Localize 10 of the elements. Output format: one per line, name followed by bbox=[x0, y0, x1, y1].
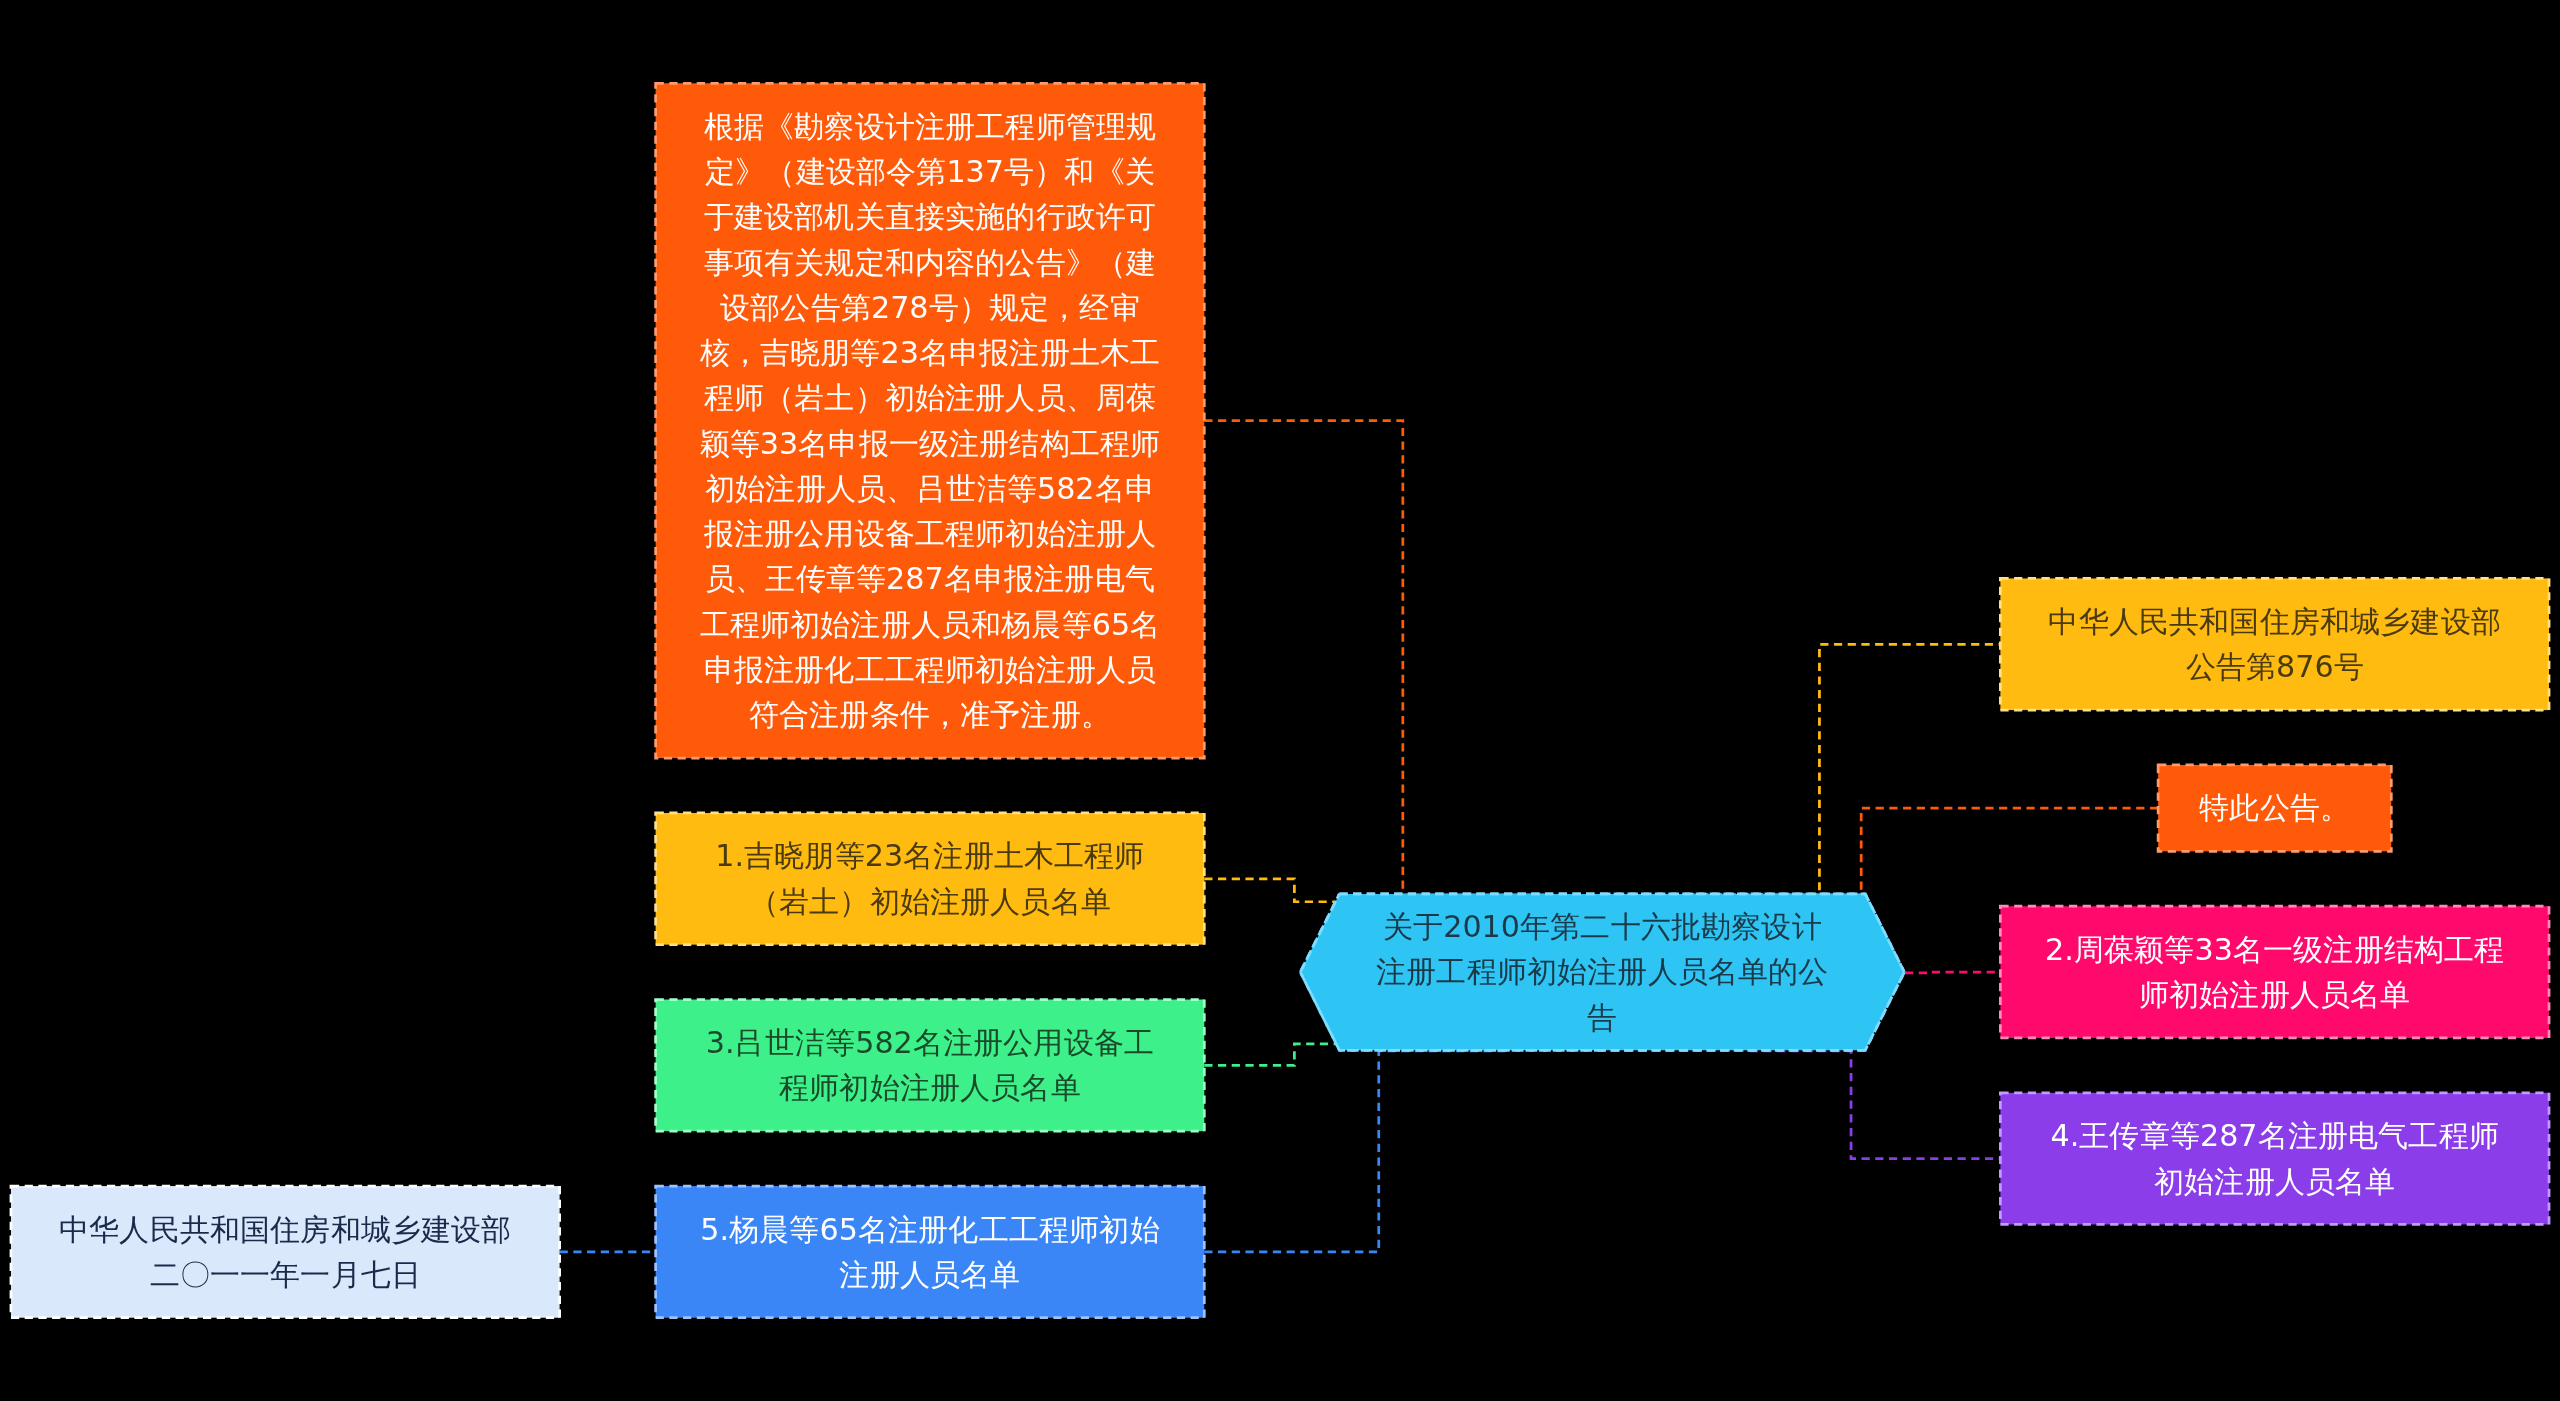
node-box bbox=[1999, 904, 2551, 1040]
node-box bbox=[654, 998, 1206, 1133]
connector bbox=[1204, 1042, 1337, 1067]
node-box bbox=[654, 811, 1206, 946]
node-box bbox=[654, 1184, 1206, 1320]
node-box bbox=[1999, 577, 2551, 712]
node-box bbox=[1999, 1091, 2551, 1226]
node-box bbox=[2156, 763, 2393, 853]
node-box bbox=[9, 1184, 561, 1320]
node-box bbox=[654, 81, 1206, 760]
